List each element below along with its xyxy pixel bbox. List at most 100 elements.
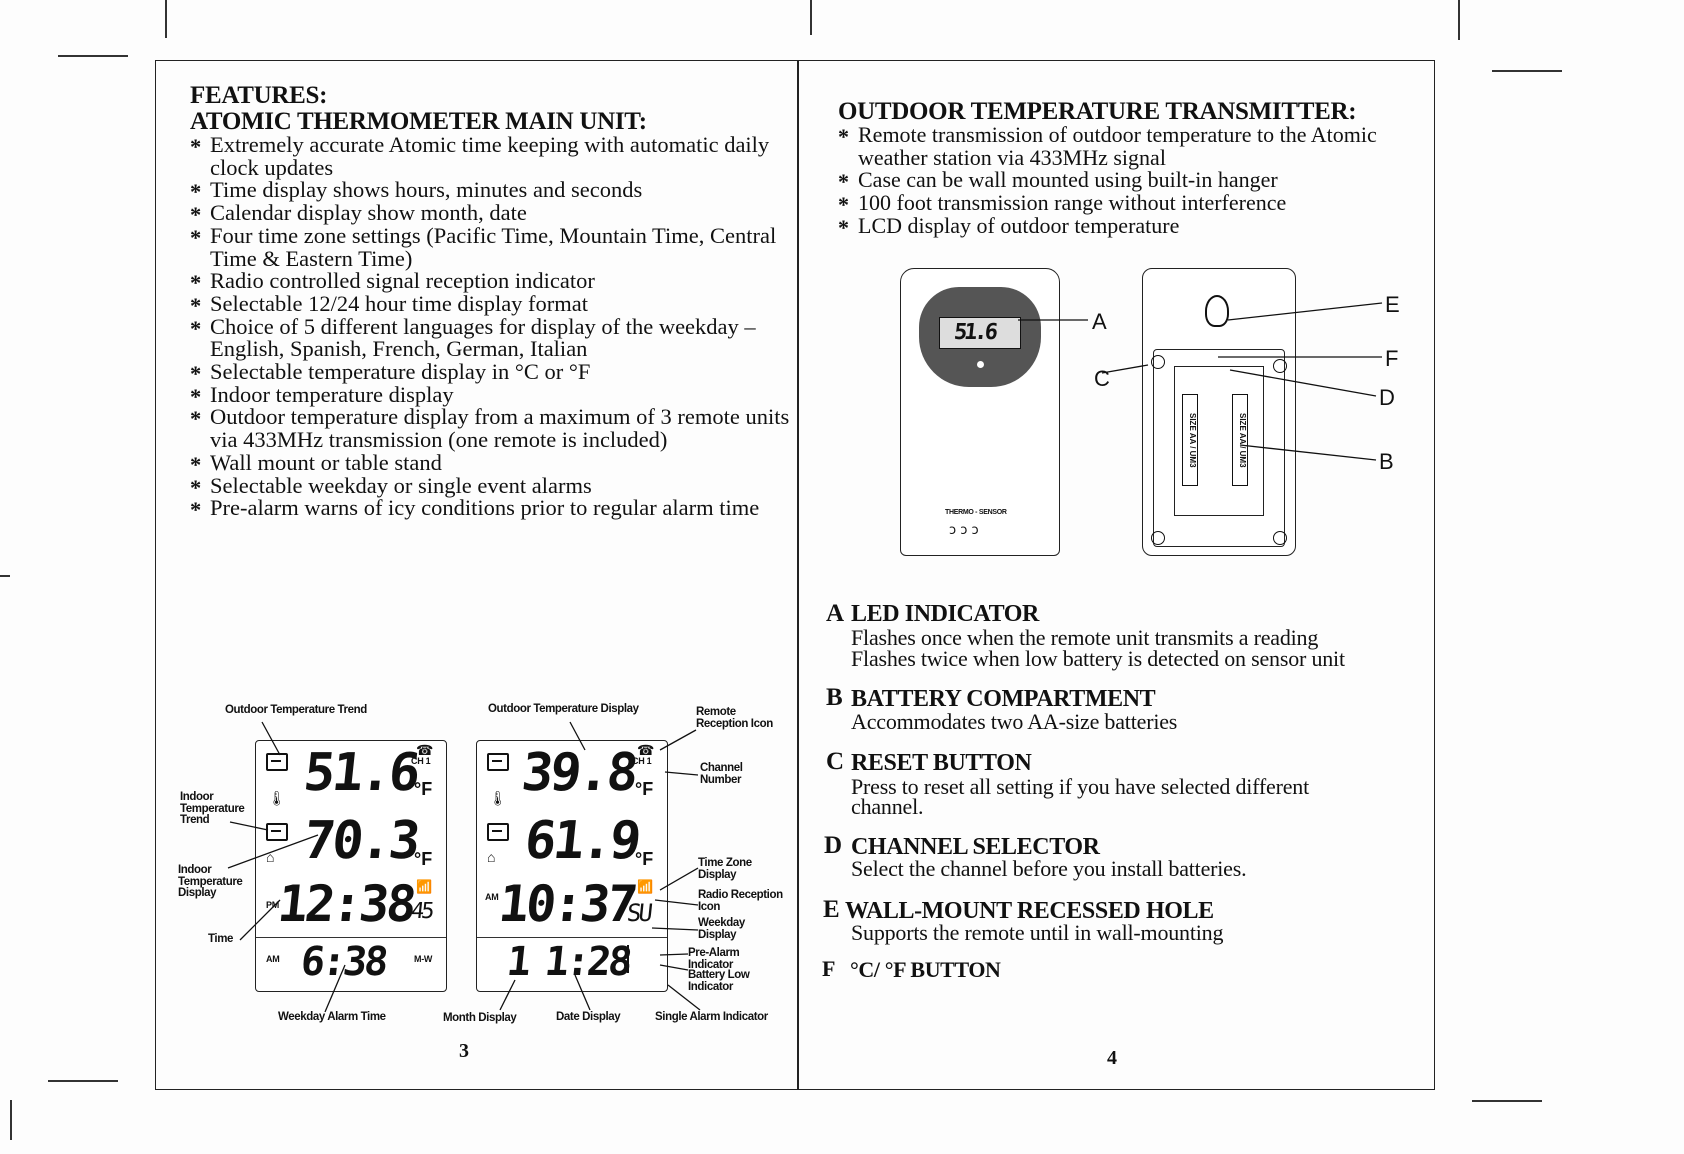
label-remote-reception: Remote Reception Icon: [696, 706, 773, 730]
alarm-indicators: [627, 945, 655, 973]
list-item: Selectable temperature display in °C or …: [190, 360, 795, 385]
list-item: Outdoor temperature display from a maxim…: [190, 405, 795, 451]
desc-text: Select the channel before you install ba…: [851, 856, 1247, 881]
sensor-caption: THERMO - SENSOR: [945, 509, 1007, 516]
battery-label: SIZE AA / UM3: [1182, 394, 1198, 486]
list-item: Calendar display show month, date: [190, 201, 795, 226]
desc-text: Flashes once when the remote unit transm…: [851, 625, 1319, 650]
label-indoor-trend: Indoor Temperature Trend: [180, 791, 245, 826]
desc-title-wall-mount: WALL-MOUNT RECESSED HOLE: [845, 898, 1214, 924]
features-heading: FEATURES:: [190, 82, 328, 109]
radio-reception-icon: 📶: [416, 879, 433, 894]
main-unit-lcd-2: 39.8 °F CH 1 ☎ 🌡 ⌂ 61.9 °F AM 10:37 SU 📶…: [476, 740, 668, 992]
battery-label: SIZE AA / UM3: [1232, 394, 1248, 486]
screw-icon: [1151, 355, 1165, 369]
wall-mount-hole: [1205, 295, 1229, 327]
main-unit-heading: ATOMIC THERMOMETER MAIN UNIT:: [190, 108, 647, 135]
desc-key-f: F: [822, 956, 836, 981]
callout-b: B: [1379, 449, 1394, 474]
page-divider: [797, 60, 799, 1090]
screw-icon: [1273, 359, 1287, 373]
desc-key-d: D: [824, 832, 843, 859]
label-single-alarm: Single Alarm Indicator: [655, 1011, 768, 1023]
crop-mark: [810, 0, 812, 35]
transmitter-back: SIZE AA / UM3 SIZE AA / UM3: [1142, 268, 1296, 556]
radio-reception-icon: 📶: [637, 879, 654, 894]
transmitter-feature-list: Remote transmission of outdoor temperatu…: [838, 123, 1418, 239]
page-frame: [155, 60, 1435, 1090]
list-item: Case can be wall mounted using built-in …: [838, 169, 1418, 194]
temp-unit: °F: [635, 779, 654, 799]
list-item: Choice of 5 different languages for disp…: [190, 315, 795, 361]
house-icon: ⌂: [266, 851, 275, 866]
sensor-lcd: 51.6: [939, 317, 1021, 349]
left-page: FEATURES: ATOMIC THERMOMETER MAIN UNIT: …: [190, 82, 790, 522]
temp-unit: °F: [414, 849, 433, 869]
screw-icon: [1151, 531, 1165, 545]
label-weekday-display: Weekday Display: [698, 917, 745, 941]
thermometer-icon: 🌡: [489, 792, 507, 807]
label-month-display: Month Display: [443, 1012, 517, 1024]
list-item: Wall mount or table stand: [190, 451, 795, 476]
led-indicator: [977, 361, 984, 368]
label-time-zone: Time Zone Display: [698, 857, 752, 881]
transmitter-heading: OUTDOOR TEMPERATURE TRANSMITTER:: [838, 98, 1357, 125]
crop-mark: [1492, 70, 1562, 72]
crop-mark: [1458, 0, 1460, 40]
desc-title-channel: CHANNEL SELECTOR: [851, 834, 1100, 860]
lcd-divider: [256, 937, 446, 938]
am-indicator: AM: [266, 954, 280, 964]
desc-key-a: A: [826, 600, 845, 627]
desc-text: Flashes twice when low battery is detect…: [851, 646, 1345, 671]
crop-mark: [1472, 1100, 1542, 1102]
label-radio-reception: Radio Reception Icon: [698, 889, 783, 913]
crop-mark: [48, 1080, 118, 1082]
list-item: Selectable 12/24 hour time display forma…: [190, 292, 795, 317]
transmitter-front: 51.6 THERMO - SENSOR ↄ ↄ ↄ: [900, 268, 1060, 556]
callout-f: F: [1385, 346, 1399, 371]
list-item: Radio controlled signal reception indica…: [190, 270, 795, 295]
main-unit-lcd-1: 51.6 °F CH 1 ☎ 🌡 ⌂ 70.3 °F PM 12:38 45 📶…: [255, 740, 447, 992]
desc-title-battery: BATTERY COMPARTMENT: [851, 686, 1156, 712]
battery-compartment: SIZE AA / UM3 SIZE AA / UM3: [1153, 349, 1285, 547]
page-number-left: 3: [459, 1040, 469, 1062]
main-unit-feature-list: Extremely accurate Atomic time keeping w…: [190, 133, 795, 522]
crop-mark: [0, 575, 10, 577]
label-outdoor-display: Outdoor Temperature Display: [488, 703, 639, 715]
list-item: Indoor temperature display: [190, 383, 795, 408]
callout-c: C: [1094, 366, 1110, 391]
temp-unit: °F: [414, 779, 433, 799]
desc-title-reset: RESET BUTTON: [851, 750, 1032, 776]
list-item: Pre-alarm warns of icy conditions prior …: [190, 497, 795, 522]
label-indoor-display: Indoor Temperature Display: [178, 864, 243, 899]
list-item: 100 foot transmission range without inte…: [838, 191, 1418, 216]
callout-a: A: [1092, 309, 1107, 334]
pm-indicator: PM: [266, 900, 279, 910]
desc-text: Supports the remote until in wall-mounti…: [851, 920, 1224, 945]
label-battery-low: Battery Low Indicator: [688, 969, 750, 993]
callout-d: D: [1379, 385, 1395, 410]
list-item: Extremely accurate Atomic time keeping w…: [190, 133, 795, 179]
desc-text: channel.: [851, 794, 924, 819]
list-item: LCD display of outdoor temperature: [838, 214, 1418, 239]
front-vents: ↄ ↄ ↄ: [949, 523, 979, 538]
desc-key-e: E: [823, 896, 840, 923]
crop-mark: [10, 1100, 12, 1140]
crop-mark: [58, 55, 128, 57]
weekday-alarm-indicator: M-W: [414, 954, 433, 964]
label-time: Time: [208, 933, 234, 945]
temp-unit: °F: [635, 849, 654, 869]
am-indicator: AM: [485, 892, 499, 902]
list-item: Time display shows hours, minutes and se…: [190, 179, 795, 204]
channel-indicator: CH 1: [632, 756, 652, 766]
lcd-divider: [477, 937, 667, 938]
callout-e: E: [1385, 292, 1400, 317]
screw-icon: [1273, 531, 1287, 545]
label-date-display: Date Display: [556, 1011, 621, 1023]
desc-text: Press to reset all setting if you have s…: [851, 774, 1309, 799]
battery-well: [1174, 366, 1264, 516]
desc-text: Accommodates two AA-size batteries: [851, 709, 1178, 734]
desc-key-c: C: [826, 748, 845, 775]
remote-reception-icon: ☎: [416, 744, 434, 759]
